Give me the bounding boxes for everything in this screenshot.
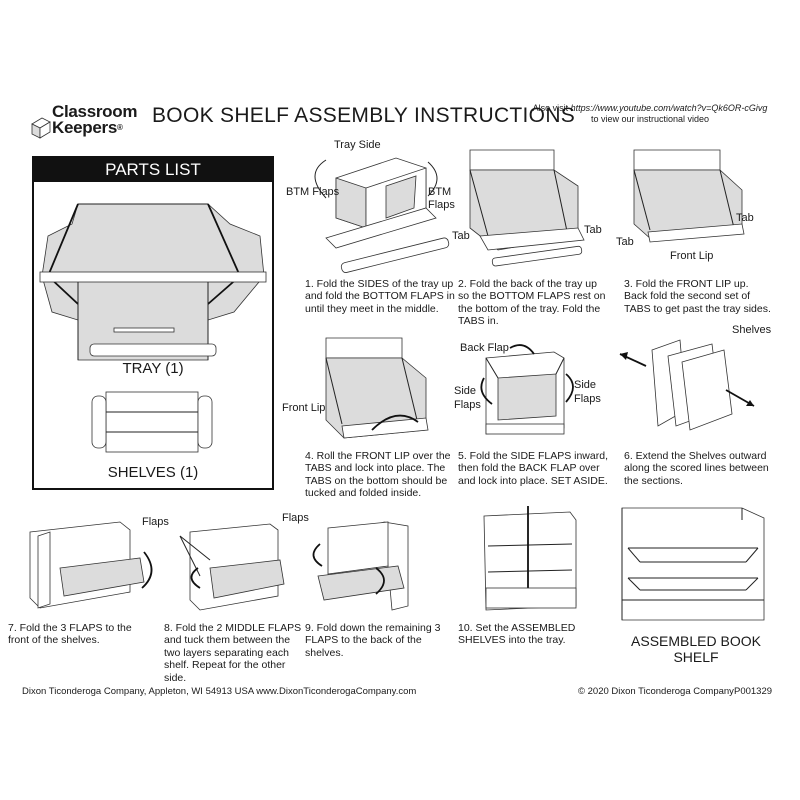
step-10-diagram <box>483 506 577 611</box>
label-btm-flaps-right: BTM Flaps <box>428 186 455 211</box>
step-5-diagram <box>480 344 574 435</box>
footer-address: Dixon Ticonderoga Company, Appleton, WI … <box>22 686 417 697</box>
label-tab-3: Tab <box>736 212 754 224</box>
label-front-lip-3: Front Lip <box>670 250 714 262</box>
step-7-text: 7. Fold the 3 FLAPS to the front of the … <box>8 622 132 647</box>
footer-copyright: © 2020 Dixon Ticonderoga Company <box>578 686 734 697</box>
label-shelves: Shelves <box>732 324 772 336</box>
tray-caption: TRAY (1) <box>122 360 184 377</box>
step-7-diagram <box>29 521 153 609</box>
classroom-keepers-logo-icon <box>31 117 51 139</box>
step-6-diagram <box>619 339 755 431</box>
step-8-diagram <box>179 523 285 611</box>
tray-diagram <box>39 203 267 361</box>
step-3-diagram <box>633 149 745 243</box>
step-4-diagram <box>325 337 429 439</box>
label-tray-side: Tray Side <box>334 139 381 151</box>
label-btm-flaps-left: BTM Flaps <box>286 186 340 198</box>
label-side-flaps-left: Side Flaps <box>454 385 481 411</box>
label-tab-1: Tab <box>452 230 470 242</box>
parts-list-panel: PARTS LIST TRAY (1) SHELVES (1) <box>32 156 274 490</box>
assembled-bookshelf-diagram <box>621 507 765 621</box>
shelves-caption: SHELVES (1) <box>107 464 199 481</box>
shelves-diagram <box>91 391 213 453</box>
step-9-text: 9. Fold down the remaining 3 FLAPS to th… <box>305 622 441 659</box>
footer-code: P001329 <box>734 686 773 697</box>
step-5-text: 5. Fold the SIDE FLAPS inward, then fold… <box>458 450 608 487</box>
page-title: BOOK SHELF ASSEMBLY INSTRUCTIONS <box>152 104 576 127</box>
label-back-flap: Back Flap <box>460 342 509 354</box>
assembled-caption: ASSEMBLED BOOK SHELF <box>631 633 761 665</box>
label-side-flaps-right: Side Flaps <box>574 379 601 405</box>
step-9-diagram <box>312 521 409 611</box>
parts-list-heading: PARTS LIST <box>34 158 272 182</box>
step-1-text: 1. Fold the SIDES of the tray up and fol… <box>305 278 455 315</box>
step-3-text: 3. Fold the FRONT LIP up. Back fold the … <box>624 278 771 315</box>
label-flaps-7: Flaps <box>142 516 169 528</box>
step-10-text: 10. Set the ASSEMBLED SHELVES into the t… <box>458 622 576 647</box>
brand-name: Classroom Keepers® <box>52 102 138 137</box>
step-6-text: 6. Extend the Shelves outward along the … <box>624 450 769 487</box>
label-flaps-9: Flaps <box>282 512 309 524</box>
label-front-lip-4: Front Lip <box>282 402 326 414</box>
step-8-text: 8. Fold the 2 MIDDLE FLAPS and tuck them… <box>164 622 302 684</box>
video-note: Also visit https://www.youtube.com/watch… <box>532 103 768 124</box>
video-link[interactable]: https://www.youtube.com/watch?v=Qk6OR-cG… <box>570 103 768 113</box>
step-4-text: 4. Roll the FRONT LIP over the TABS and … <box>305 450 451 500</box>
label-tab-2: Tab <box>584 224 602 236</box>
step-2-diagram <box>469 149 585 267</box>
step-1-diagram <box>314 157 450 273</box>
step-2-text: 2. Fold the back of the tray up so the B… <box>458 278 606 328</box>
label-tab-4: Tab <box>616 236 634 248</box>
